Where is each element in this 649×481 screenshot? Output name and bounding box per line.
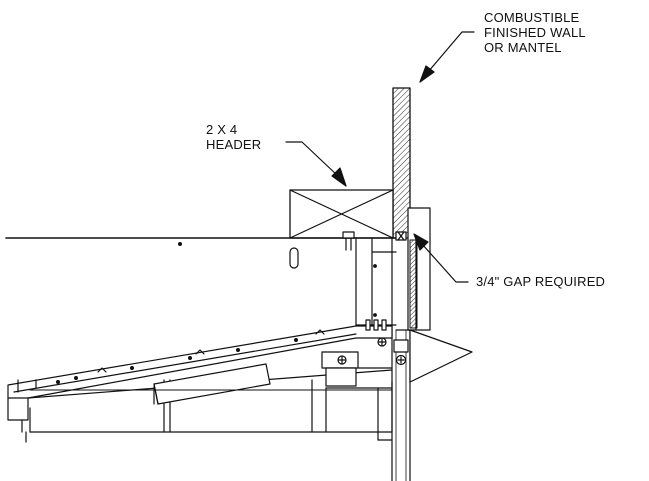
wall-callout-line2: FINISHED WALL <box>484 25 586 40</box>
top-screw <box>395 231 407 241</box>
header-callout-line1: 2 X 4 <box>206 122 238 137</box>
damper-plate <box>153 363 271 405</box>
junction-screws <box>365 319 387 347</box>
vertical-pipe <box>391 329 411 481</box>
header-callout: 2 X 4 HEADER <box>206 122 261 152</box>
cabinet-top-line <box>5 231 397 269</box>
sloped-top <box>7 325 393 399</box>
header-leader <box>285 141 347 187</box>
firebox-panels <box>29 381 393 441</box>
deflector-hood <box>393 329 473 383</box>
wall-stud <box>407 207 431 331</box>
gap-callout: 3/4" GAP REQUIRED <box>476 274 605 289</box>
mounting-bracket <box>355 237 397 331</box>
header-callout-line2: HEADER <box>206 137 262 152</box>
bracket-block <box>321 351 393 387</box>
wall-callout-line3: OR MANTEL <box>484 40 562 55</box>
gap-leader <box>413 233 469 283</box>
header-2x4 <box>289 189 394 239</box>
gap-callout-line1: 3/4" GAP REQUIRED <box>476 274 606 289</box>
wall-leader <box>419 31 475 83</box>
wall-callout-line1: COMBUSTIBLE <box>484 10 580 25</box>
wall-callout: COMBUSTIBLE FINISHED WALL OR MANTEL <box>484 10 586 55</box>
